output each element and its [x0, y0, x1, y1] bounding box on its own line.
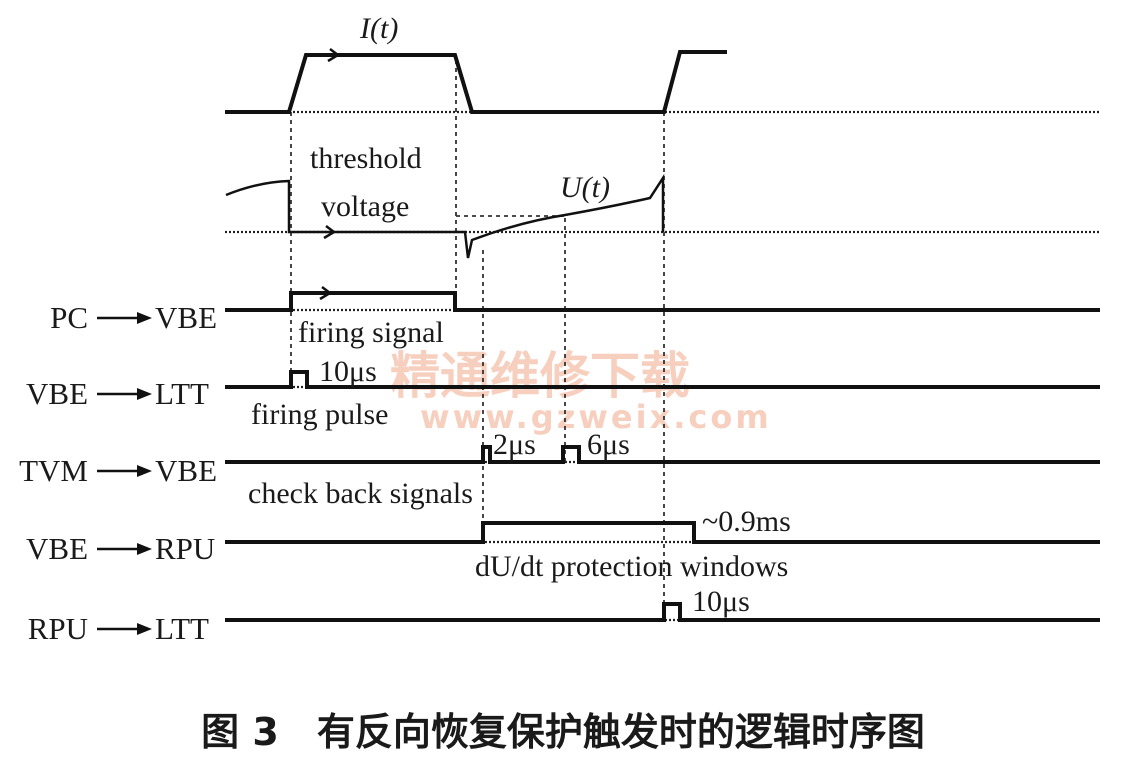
- figure-caption: 图 3 有反向恢复保护触发时的逻辑时序图: [201, 710, 925, 754]
- arrow-head-icon: [137, 465, 152, 477]
- row-from: TVM: [19, 453, 88, 488]
- row-to: LTT: [155, 611, 209, 646]
- guide-lines: [290, 60, 665, 622]
- tvm-vbe-trace: [225, 445, 1100, 464]
- row-label-vbe-rpu: VBE RPU: [26, 531, 215, 566]
- voltage-tick: [323, 225, 337, 240]
- row-label-pc-vbe: PC VBE: [50, 300, 217, 335]
- current-waveform: I(t): [225, 12, 1100, 114]
- firing-signal-label: firing signal: [298, 316, 444, 349]
- vbe-ltt-waveform: 10μs firing pulse: [225, 355, 1100, 431]
- rpu-ltt-trace: [225, 602, 1100, 622]
- row-from: PC: [50, 300, 88, 335]
- row-to: RPU: [155, 531, 215, 566]
- row-labels: PC VBE VBE LTT TVM VBE VBE RPU RPU L: [19, 300, 217, 646]
- vbe-rpu-waveform: ~0.9ms dU/dt protection windows: [225, 505, 1100, 583]
- current-tick: [327, 48, 341, 63]
- pc-vbe-trace: [225, 291, 1100, 312]
- firing-pulse-label: firing pulse: [251, 398, 388, 431]
- arrow-head-icon: [137, 312, 152, 324]
- vbe-rpu-trace: [225, 521, 1100, 544]
- voltage-trace: [225, 173, 665, 259]
- watermark-cn: 精通维修下载: [390, 347, 690, 405]
- pc-vbe-tick: [319, 286, 333, 301]
- protection-windows-label: dU/dt protection windows: [475, 550, 788, 583]
- arrow-head-icon: [137, 543, 152, 555]
- row-label-rpu-ltt: RPU LTT: [28, 611, 209, 646]
- check-back-2us: 2μs: [493, 428, 536, 461]
- arrow-head-icon: [137, 623, 152, 635]
- pc-vbe-waveform: firing signal: [225, 286, 1100, 349]
- check-back-6us: 6μs: [587, 428, 630, 461]
- check-back-label: check back signals: [248, 477, 473, 510]
- threshold-line2: voltage: [321, 190, 409, 223]
- row-to: VBE: [155, 300, 217, 335]
- row-label-tvm-vbe: TVM VBE: [19, 453, 217, 488]
- row-from: VBE: [26, 531, 88, 566]
- rpu-pulse-width: 10μs: [692, 585, 750, 618]
- arrow-head-icon: [137, 388, 152, 400]
- threshold-line1: threshold: [310, 142, 422, 175]
- rpu-ltt-waveform: 10μs: [225, 585, 1100, 622]
- current-trace: [225, 50, 727, 114]
- protection-duration: ~0.9ms: [702, 505, 791, 538]
- firing-pulse-width: 10μs: [319, 355, 377, 388]
- current-label: I(t): [359, 12, 398, 45]
- row-from: RPU: [28, 611, 88, 646]
- voltage-label: U(t): [560, 171, 610, 204]
- vbe-ltt-trace: [225, 370, 1100, 389]
- row-label-vbe-ltt: VBE LTT: [26, 376, 209, 411]
- row-to: LTT: [155, 376, 209, 411]
- voltage-waveform: threshold voltage U(t): [225, 142, 1100, 259]
- row-from: VBE: [26, 376, 88, 411]
- row-to: VBE: [155, 453, 217, 488]
- watermark-url: www.gzweix.com: [420, 398, 772, 436]
- tvm-vbe-waveform: 2μs 6μs check back signals: [225, 428, 1100, 510]
